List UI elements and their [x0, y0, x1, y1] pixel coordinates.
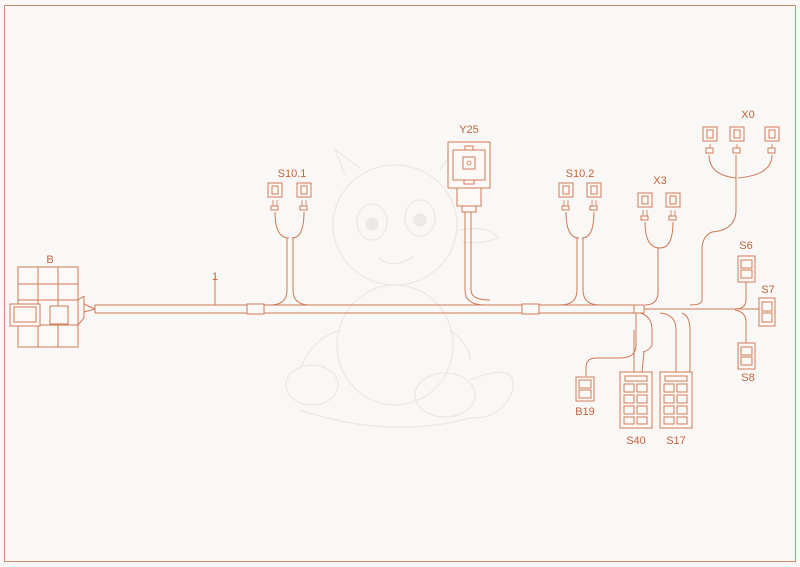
label-x0: X0: [741, 109, 754, 121]
main-harness-trunk: 1: [94, 271, 742, 315]
label-s40: S40: [626, 435, 646, 447]
label-s17: S17: [666, 435, 686, 447]
connector-b[interactable]: B: [9, 254, 96, 348]
connector-s40[interactable]: S40: [619, 371, 653, 447]
label-s7: S7: [761, 284, 774, 296]
connector-s8[interactable]: S8: [734, 309, 756, 384]
connector-x0[interactable]: X0: [689, 109, 780, 306]
connector-s6[interactable]: S6: [734, 240, 756, 310]
drawing-border: [4, 5, 796, 562]
lower-branch-wires: [585, 312, 691, 376]
label-s6: S6: [739, 240, 752, 252]
connector-b19[interactable]: B19: [575, 376, 595, 418]
label-b: B: [46, 254, 53, 266]
connector-s17[interactable]: S17: [659, 371, 693, 447]
label-s10-2: S10.2: [566, 168, 595, 180]
connector-s7[interactable]: S7: [742, 284, 776, 327]
connector-s10-2[interactable]: S10.2: [558, 168, 602, 306]
connector-x3[interactable]: X3: [637, 175, 681, 306]
label-s10-1: S10.1: [278, 168, 307, 180]
connector-s10-1[interactable]: S10.1: [267, 168, 312, 306]
connector-y25[interactable]: Y25: [447, 124, 491, 306]
label-y25: Y25: [459, 124, 479, 136]
label-s8: S8: [741, 372, 754, 384]
label-x3: X3: [653, 175, 666, 187]
label-b19: B19: [575, 406, 595, 418]
label-wire-1: 1: [212, 271, 218, 283]
